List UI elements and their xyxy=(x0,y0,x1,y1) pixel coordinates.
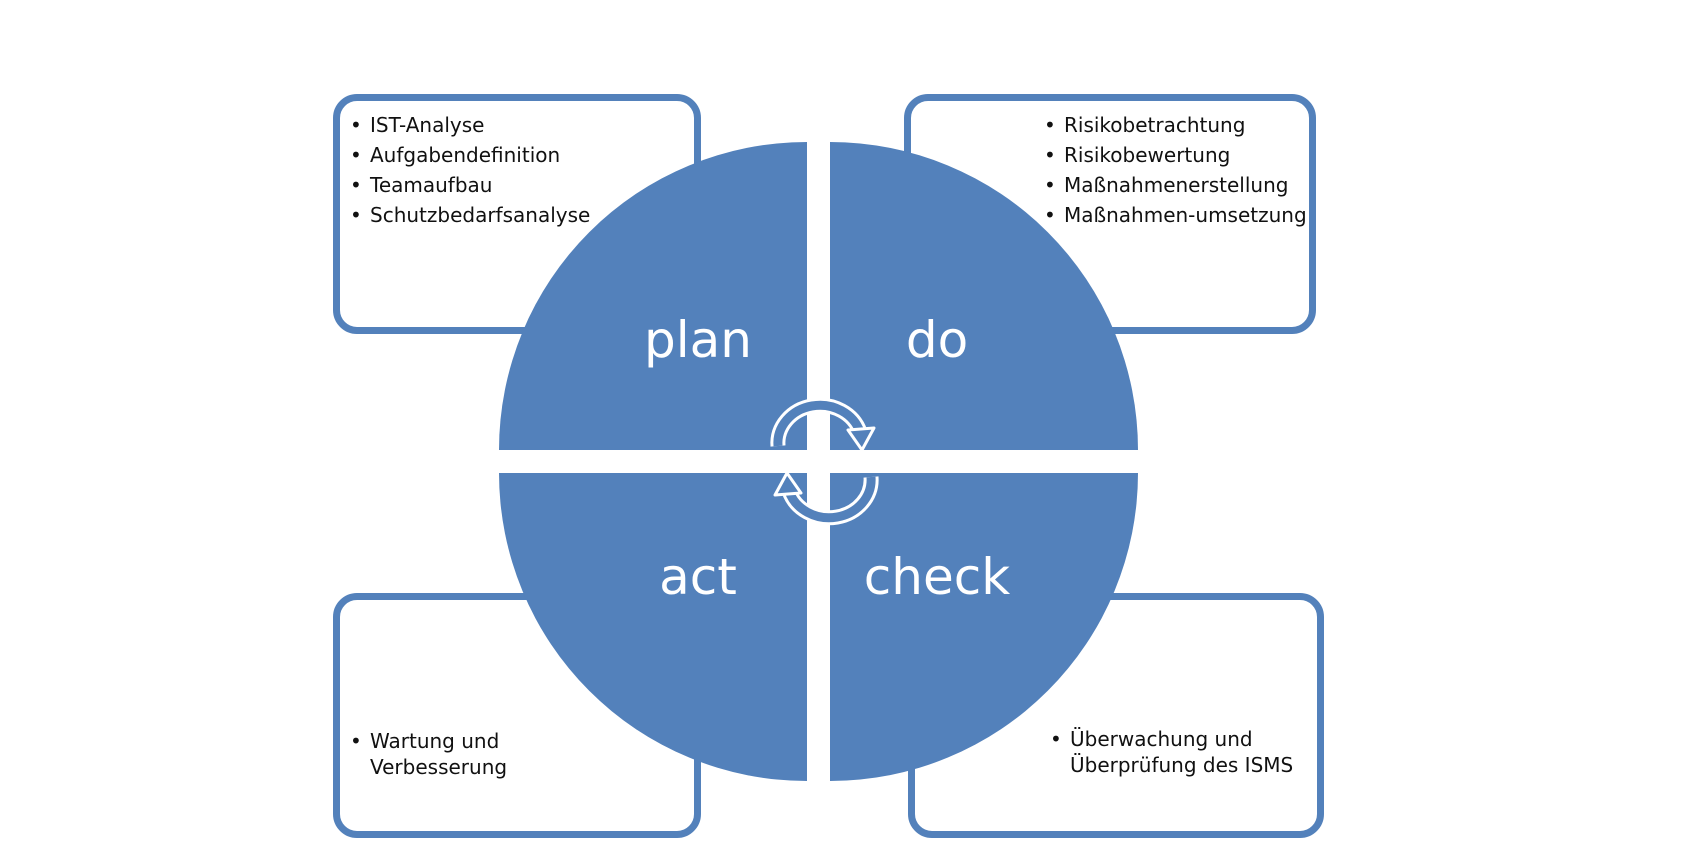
quadrant-check xyxy=(830,473,1138,781)
do-list: Risikobetrachtung Risikobewertung Maßnah… xyxy=(1044,110,1307,230)
quadrant-label-check: check xyxy=(864,548,1010,606)
act-list: Wartung und Verbesserung xyxy=(350,728,550,780)
plan-list: IST-Analyse Aufgabendefinition Teamaufba… xyxy=(350,110,590,230)
quadrant-do xyxy=(830,142,1138,450)
list-item: IST-Analyse xyxy=(350,110,590,140)
cycle-arrows-icon xyxy=(770,397,879,526)
list-item: Aufgabendefinition xyxy=(350,140,590,170)
quadrant-label-do: do xyxy=(906,311,968,369)
list-item: Teamaufbau xyxy=(350,170,590,200)
list-item: Risikobewertung xyxy=(1044,140,1307,170)
quadrant-label-act: act xyxy=(659,548,737,606)
list-item: Schutzbedarfsanalyse xyxy=(350,200,590,230)
quadrant-act xyxy=(499,473,807,781)
list-item: Überwachung und Überprüfung des ISMS xyxy=(1050,726,1310,778)
check-list: Überwachung und Überprüfung des ISMS xyxy=(1050,726,1310,778)
list-item: Maßnahmenerstellung xyxy=(1044,170,1307,200)
list-item: Risikobetrachtung xyxy=(1044,110,1307,140)
quadrant-plan xyxy=(499,142,807,450)
quadrant-label-plan: plan xyxy=(644,311,752,369)
list-item: Wartung und Verbesserung xyxy=(350,728,550,780)
list-item: Maßnahmen-umsetzung xyxy=(1044,200,1307,230)
